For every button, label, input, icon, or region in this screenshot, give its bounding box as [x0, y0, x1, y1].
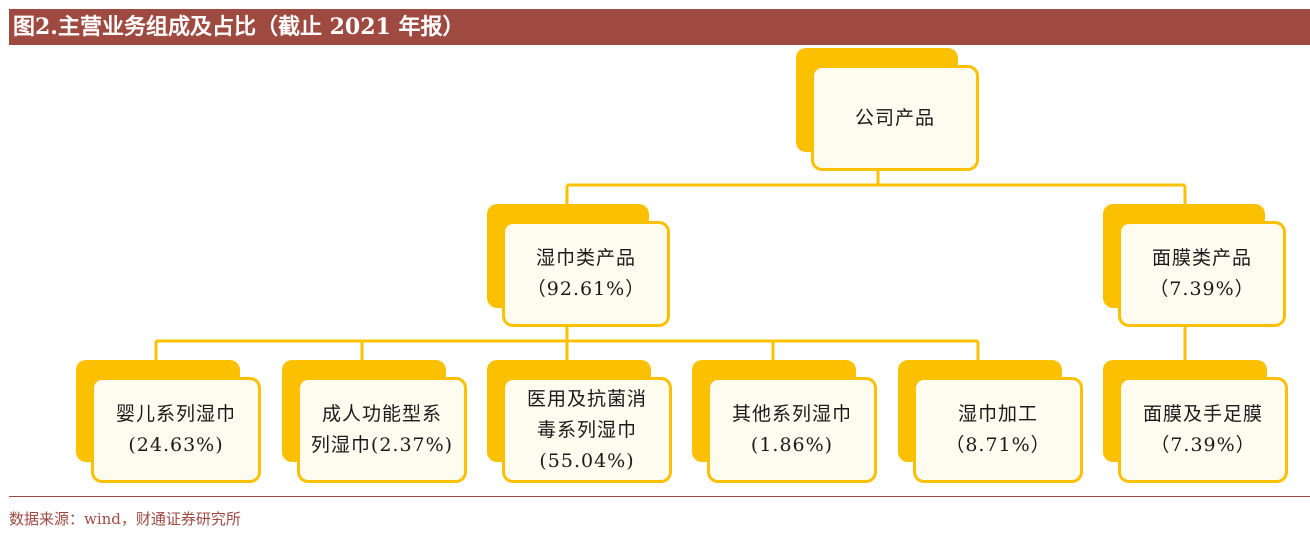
node-label: 公司产品 — [854, 106, 935, 129]
node-share: （92.61%） — [526, 278, 646, 300]
figure-title: 图2.主营业务组成及占比（截止 2021 年报） — [9, 9, 1310, 45]
node-box: 湿巾类产品 （92.61%） — [502, 221, 670, 327]
node-share: (1.86%) — [750, 434, 834, 456]
node-box: 成人功能型系 列湿巾(2.37%) — [297, 377, 467, 483]
footer-divider — [9, 496, 1310, 497]
node-box: 湿巾加工 （8.71%） — [913, 377, 1083, 483]
source-note: 数据来源：wind，财通证券研究所 — [9, 510, 241, 528]
node-share: (55.04%) — [539, 449, 635, 472]
node-share: (24.63%) — [128, 434, 224, 456]
node-label: 湿巾类产品 — [535, 247, 636, 269]
node-box: 其他系列湿巾 (1.86%) — [707, 377, 877, 483]
node-share: （7.39%） — [1150, 434, 1256, 456]
node-label: 婴儿系列湿巾 — [115, 403, 236, 425]
node-box: 公司产品 — [811, 65, 979, 171]
node-box: 面膜类产品 （7.39%） — [1118, 221, 1286, 327]
node-label: 成人功能型系 — [321, 403, 442, 425]
node-box: 面膜及手足膜 （7.39%） — [1118, 377, 1288, 483]
node-box: 医用及抗菌消 毒系列湿巾 (55.04%) — [502, 377, 672, 483]
node-label-line2: 列湿巾(2.37%) — [310, 434, 454, 456]
node-label: 其他系列湿巾 — [731, 403, 852, 425]
node-label: 医用及抗菌消 — [526, 387, 647, 410]
node-label: 湿巾加工 — [957, 403, 1038, 425]
node-share: （8.71%） — [945, 434, 1051, 456]
node-label: 面膜及手足膜 — [1142, 403, 1263, 425]
node-label-line2: 毒系列湿巾 — [536, 418, 637, 441]
node-label: 面膜类产品 — [1151, 247, 1252, 269]
node-box: 婴儿系列湿巾 (24.63%) — [91, 377, 261, 483]
node-share: （7.39%） — [1149, 278, 1255, 300]
